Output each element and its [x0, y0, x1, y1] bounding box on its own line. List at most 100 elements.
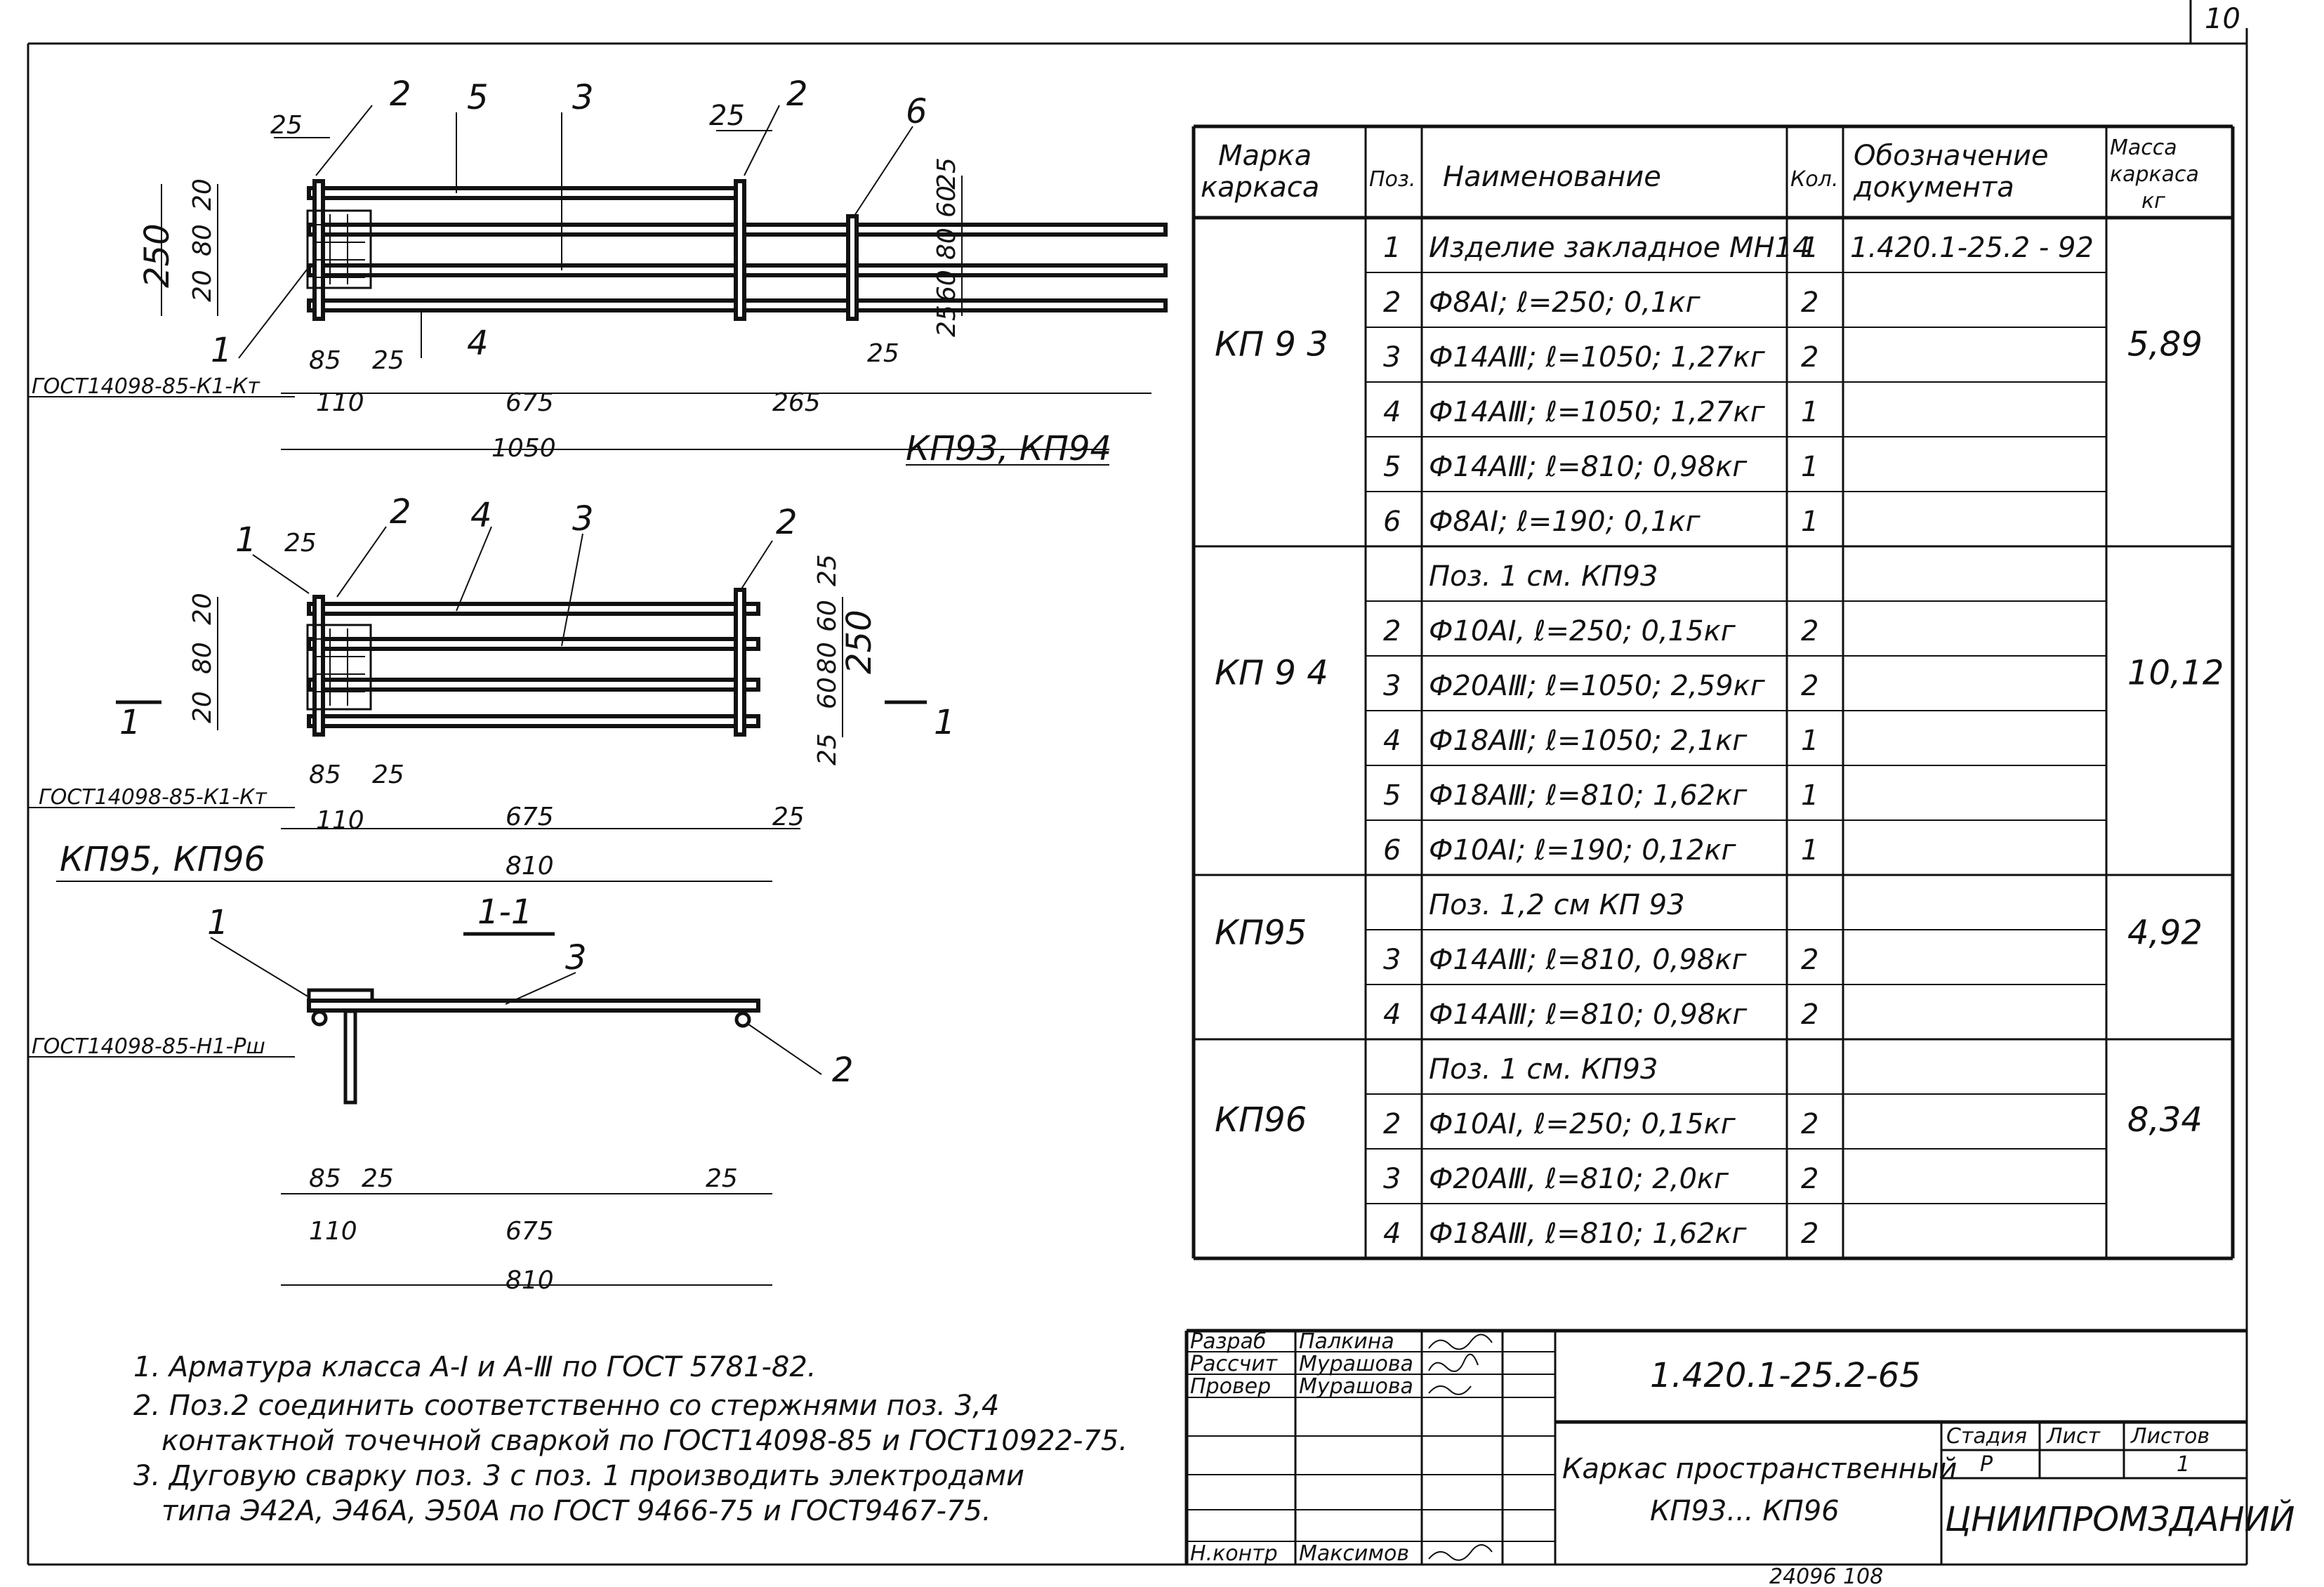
- drawing1-dim-25b: 25: [867, 339, 899, 368]
- cell-qty: 1: [1801, 396, 1818, 428]
- drawing2-leader-1: 1: [235, 520, 257, 560]
- note-3-cont: типа Э42А, Э46А, Э50А по ГОСТ 9466-75 и …: [161, 1495, 991, 1527]
- name-checker: Мурашова: [1299, 1374, 1413, 1399]
- drawing1-dim-top-25: 25: [270, 111, 303, 140]
- drawing-kp93-kp94: 2 5 3 25 2 6 1 4 25 25 250 20 80 20 25 6…: [28, 74, 1168, 468]
- cell-qty: 2: [1801, 670, 1818, 702]
- cell-pos: 3: [1383, 1163, 1401, 1195]
- header-cell: Кол.: [1790, 167, 1838, 192]
- title-line-2: КП93... КП96: [1650, 1495, 1840, 1527]
- leader-6: [852, 126, 913, 218]
- leader-3: [561, 533, 583, 647]
- bar-4: [307, 714, 760, 728]
- role-norm-control: Н.контр: [1190, 1541, 1278, 1566]
- header-cell: кг: [2141, 189, 2165, 213]
- cell-pos: 4: [1383, 1218, 1401, 1250]
- section-dim-675: 675: [506, 1217, 554, 1246]
- bar-3: [307, 678, 760, 692]
- cell-qty: 2: [1801, 1218, 1818, 1250]
- section-dim-110: 110: [309, 1217, 357, 1246]
- role-calculator: Рассчит: [1190, 1352, 1279, 1376]
- cell-name: Ф20АⅢ, ℓ=810; 2,0кг: [1429, 1163, 1729, 1195]
- cell-name: Поз. 1 см. КП93: [1429, 1053, 1658, 1086]
- embedded-plate: [306, 209, 372, 289]
- drawing1-dim-20b: 20: [188, 270, 217, 302]
- header-cell: Поз.: [1369, 167, 1415, 192]
- name-developer: Палкина: [1299, 1329, 1394, 1354]
- cell-qty: 2: [1801, 1108, 1818, 1140]
- cell-name: Ф8АⅠ; ℓ=250; 0,1кг: [1429, 287, 1701, 319]
- drawing2-leader-2b: 2: [776, 503, 798, 542]
- header-cell: Наименование: [1443, 161, 1661, 193]
- drawing1-leader-5: 5: [467, 78, 489, 117]
- drawing2-dim-85: 85: [309, 760, 341, 789]
- section-title: 1-1: [477, 893, 532, 932]
- leader-2a: [336, 526, 387, 598]
- signatures: [1428, 1334, 1493, 1561]
- note-2: 2. Поз.2 соединить соответственно со сте…: [133, 1390, 999, 1422]
- note-3: 3. Дуговую сварку поз. 3 с поз. 1 произв…: [133, 1460, 1024, 1492]
- drawing1-leader-25: 25: [709, 100, 745, 132]
- section-bar: [307, 999, 760, 1013]
- cell-qty: 1: [1801, 506, 1818, 538]
- drawing1-dim-265: 265: [772, 388, 821, 417]
- cell-name: Ф10АⅠ, ℓ=250; 0,15кг: [1429, 615, 1736, 647]
- bar-top: [307, 602, 760, 616]
- drawing2-leader-3: 3: [572, 499, 594, 539]
- drawing2-dim-r60b: 60: [813, 677, 842, 709]
- drawing1-marks: КП93, КП94: [906, 429, 1111, 468]
- drawing1-dim-r25b: 25: [932, 305, 961, 337]
- bar-2: [307, 637, 760, 651]
- cell-pos: 4: [1383, 396, 1401, 428]
- stage-value: Р: [1980, 1452, 1993, 1477]
- cell-name: Ф14АⅢ; ℓ=810; 0,98кг: [1429, 451, 1748, 483]
- cell-name: Ф10АⅠ; ℓ=190; 0,12кг: [1429, 834, 1736, 867]
- drawing1-dim-250: 250: [138, 223, 177, 288]
- cell-pos: 3: [1383, 944, 1401, 976]
- rod-middle: [734, 179, 746, 321]
- cell-pos: 2: [1383, 1108, 1401, 1140]
- cell-qty: 1: [1801, 451, 1818, 483]
- rod-right: [846, 214, 859, 321]
- corner-number: 10: [2205, 3, 2240, 35]
- cell-pos: 4: [1383, 725, 1401, 757]
- drawing1-dim-r25a: 25: [932, 157, 961, 190]
- cell-name: Ф18АⅢ; ℓ=810; 1,62кг: [1429, 779, 1748, 812]
- drawing1-dim-1050: 1050: [491, 434, 556, 463]
- drawing2-dim-top-25: 25: [284, 529, 317, 558]
- leader-2b: [740, 540, 773, 591]
- drawing2-leader-2a: 2: [390, 492, 411, 532]
- cell-name: Ф14АⅢ; ℓ=1050; 1,27кг: [1429, 396, 1766, 428]
- cell-name: Ф14АⅢ; ℓ=1050; 1,27кг: [1429, 341, 1766, 374]
- cell-mass: 8,34: [2127, 1100, 2203, 1140]
- header-cell: документа: [1853, 171, 2014, 204]
- cell-name: Ф14АⅢ; ℓ=810; 0,98кг: [1429, 999, 1748, 1031]
- header-cell: Обозначение: [1854, 140, 2049, 172]
- cell-mass: 10,12: [2127, 654, 2224, 693]
- drawing2-dim-25b: 25: [772, 803, 805, 831]
- plate-hatch: [313, 628, 365, 706]
- cell-name: Ф10АⅠ, ℓ=250; 0,15кг: [1429, 1108, 1736, 1140]
- cell-mark: КП 9 4: [1215, 654, 1328, 693]
- drawing1-dim-110: 110: [316, 388, 364, 417]
- cell-pos: 4: [1383, 999, 1401, 1031]
- cell-name: Поз. 1,2 см КП 93: [1429, 889, 1685, 921]
- drawing1-leader-2a: 2: [390, 74, 411, 114]
- drawing1-leader-1: 1: [211, 331, 232, 370]
- drawing1-dim-20a: 20: [188, 178, 217, 211]
- cell-qty: 2: [1801, 287, 1818, 319]
- cell-qty: 2: [1801, 615, 1818, 647]
- note-1: 1. Арматура класса А-Ⅰ и А-Ⅲ по ГОСТ 578…: [133, 1351, 817, 1383]
- bar-top: [307, 186, 746, 200]
- drawing1-leader-6: 6: [906, 92, 927, 131]
- sheets-value: 1: [2177, 1452, 2190, 1477]
- sheets-label: Листов: [2130, 1424, 2210, 1449]
- drawing2-dim-20a: 20: [188, 593, 217, 625]
- header-cell: каркаса: [2110, 162, 2199, 187]
- header-cell: Марка: [1218, 140, 1312, 172]
- cell-name: Изделие закладное МН14: [1429, 232, 1810, 264]
- drawing1-dim-r60a: 60: [932, 185, 961, 218]
- cell-name: Ф14АⅢ; ℓ=810, 0,98кг: [1429, 944, 1748, 976]
- cell-qty: 1: [1801, 232, 1818, 264]
- cell-pos: 3: [1383, 670, 1401, 702]
